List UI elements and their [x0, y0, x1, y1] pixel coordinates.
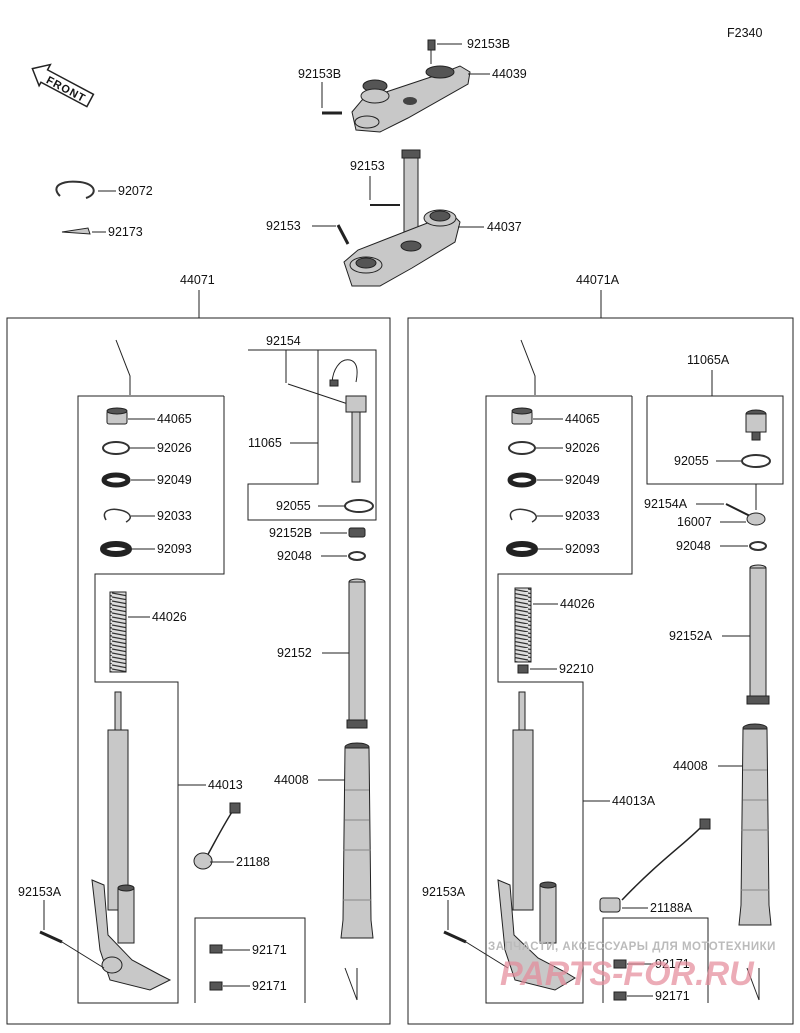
outer-tube-right-44008	[738, 723, 772, 926]
label-21188: 21188	[236, 855, 270, 869]
label-right-92171-b: 92171	[655, 989, 690, 1003]
label-11065A: 11065A	[687, 353, 730, 367]
label-right-92055: 92055	[674, 454, 709, 468]
label-92072: 92072	[118, 184, 153, 198]
sensor-left-21188	[193, 802, 241, 870]
label-16007: 16007	[677, 515, 712, 529]
front-arrow-icon: FRONT	[31, 63, 95, 108]
cylinder-92152	[346, 578, 368, 729]
figure-code: F2340	[727, 26, 762, 40]
adjuster-11065	[329, 359, 367, 483]
label-right-92048: 92048	[676, 539, 711, 553]
inner-tube-left-44013	[91, 691, 172, 991]
cylinder-92152A	[746, 564, 770, 705]
label-left-92049: 92049	[157, 473, 192, 487]
bolt-92153-lower	[336, 224, 350, 245]
label-92154: 92154	[266, 334, 301, 348]
spring-left-44026	[109, 591, 127, 673]
label-right-44008: 44008	[673, 759, 708, 773]
label-92153-lower: 92153	[266, 219, 301, 233]
label-92152A: 92152A	[669, 629, 713, 643]
label-44039: 44039	[492, 67, 527, 81]
label-44013: 44013	[208, 778, 243, 792]
label-right-92026: 92026	[565, 441, 600, 455]
inner-tube-44013A	[497, 691, 576, 991]
upper-triple-clamp	[351, 65, 471, 133]
label-44013A: 44013A	[612, 794, 656, 808]
label-92152B: 92152B	[269, 526, 312, 540]
label-left-92171-a: 92171	[252, 943, 287, 957]
bolt-92153B-top	[427, 39, 436, 64]
label-right-92153A: 92153A	[422, 885, 466, 899]
label-left-92093: 92093	[157, 542, 192, 556]
label-right-92049: 92049	[565, 473, 600, 487]
label-left-44026: 44026	[152, 610, 187, 624]
label-92152: 92152	[277, 646, 312, 660]
label-right-92033: 92033	[565, 509, 600, 523]
label-44071A: 44071A	[576, 273, 620, 287]
label-44071: 44071	[180, 273, 215, 287]
adjuster-11065A	[745, 409, 767, 441]
pin-92173	[61, 227, 91, 235]
label-left-92171-b: 92171	[252, 979, 287, 993]
label-21188A: 21188A	[650, 901, 693, 915]
label-left-92153A: 92153A	[18, 885, 62, 899]
label-92153B-top: 92153B	[467, 37, 510, 51]
spring-right-44026	[514, 587, 532, 663]
label-left-44065: 44065	[157, 412, 192, 426]
label-92154A: 92154A	[644, 497, 688, 511]
label-right-44065: 44065	[565, 412, 600, 426]
label-11065: 11065	[248, 436, 282, 450]
label-left-92026: 92026	[157, 441, 192, 455]
lower-triple-clamp	[343, 149, 461, 287]
label-92153B-side: 92153B	[298, 67, 341, 81]
label-right-92171-a: 92171	[655, 957, 690, 971]
watermark-line2: PARTS-FOR.RU	[500, 955, 755, 993]
right-fork-box	[407, 317, 794, 1025]
circlip-92072	[55, 180, 95, 199]
label-92210: 92210	[559, 662, 594, 676]
label-92153-upper: 92153	[350, 159, 385, 173]
label-right-44026: 44026	[560, 597, 595, 611]
label-92173: 92173	[108, 225, 143, 239]
label-left-44008: 44008	[274, 773, 309, 787]
outer-tube-44008	[340, 742, 374, 939]
label-left-92055: 92055	[276, 499, 311, 513]
label-right-92093: 92093	[565, 542, 600, 556]
label-left-92048: 92048	[277, 549, 312, 563]
watermark-line1: ЗАПЧАСТИ, АКСЕССУАРЫ ДЛЯ МОТОТЕХНИКИ	[488, 941, 776, 953]
left-fork-box	[6, 317, 391, 1025]
label-left-92033: 92033	[157, 509, 192, 523]
sensor-21188A	[599, 818, 711, 913]
label-44037: 44037	[487, 220, 522, 234]
